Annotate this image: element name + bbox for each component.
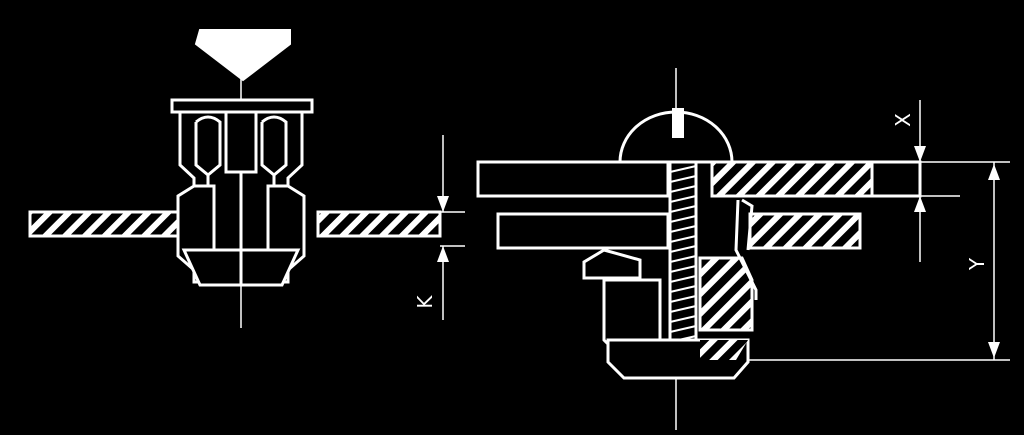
k-arrow-bottom-icon: [437, 246, 449, 262]
nut-base-hatch: [700, 340, 748, 360]
x-label: X: [891, 113, 915, 127]
clip-flange: [170, 98, 314, 114]
y-label: Y: [965, 257, 989, 271]
insertion-arrow-icon: [194, 29, 291, 82]
k-label: K: [413, 295, 437, 309]
x-arrow-top-icon: [914, 146, 926, 162]
spring-nut-body-right: [698, 256, 754, 332]
x-arrow-bottom-icon: [914, 196, 926, 212]
spring-nut-body-left: [602, 278, 662, 350]
left-panel-right: [316, 210, 442, 238]
k-arrow-top-icon: [437, 196, 449, 212]
bottom-panel-left: [496, 212, 670, 250]
left-panel-left: [28, 210, 182, 238]
y-arrow-top-icon: [988, 164, 1000, 180]
spring-nut-left: [582, 248, 642, 280]
screw-slot: [672, 108, 684, 138]
y-arrow-bottom-icon: [988, 342, 1000, 358]
top-panel-far-right: [870, 160, 922, 198]
top-panel-left: [476, 160, 670, 198]
top-panel-right-hatched: [710, 160, 874, 198]
right-fastener-assembly: X Y: [476, 68, 1010, 430]
spring-clip-leg: [734, 199, 758, 300]
spring-clip-leg-inner: [741, 198, 754, 251]
left-fastener-assembly: K: [28, 29, 465, 328]
bottom-panel-right-hatched: [748, 212, 862, 250]
